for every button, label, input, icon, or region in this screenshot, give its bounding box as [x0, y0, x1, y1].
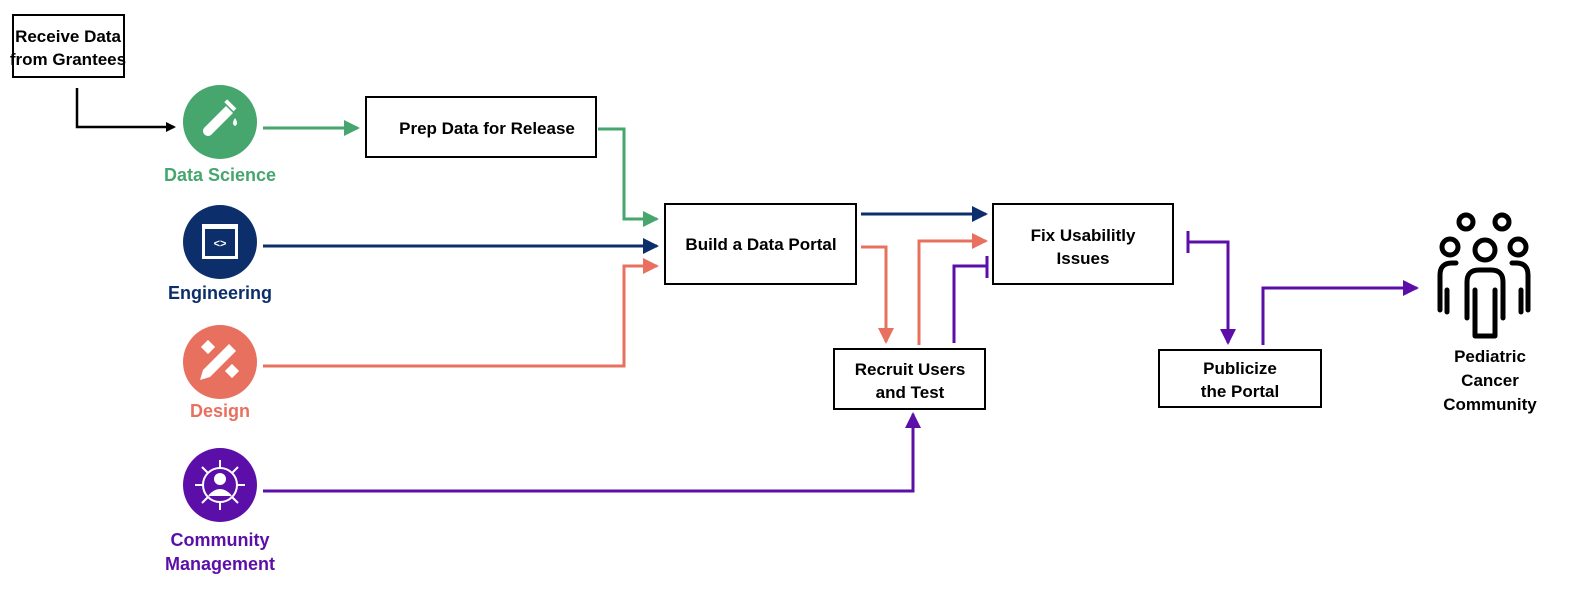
team-label: Management: [165, 554, 275, 574]
team-label: Community: [171, 530, 270, 550]
step-label: Prep Data for Release: [399, 119, 575, 138]
step-receive-data: Receive Data from Grantees: [10, 14, 126, 78]
svg-text:Receive Data: Receive Data: [15, 27, 121, 46]
svg-text:Recruit Users: Recruit Users: [855, 360, 966, 379]
svg-text:Community: Community: [1443, 395, 1537, 414]
team-data-science: Data Science: [164, 85, 276, 185]
arrow-prep-to-build: [598, 127, 659, 227]
team-community-management: Community Management: [165, 448, 275, 574]
step-fix-usability: Fix Usabilitly Issues: [992, 203, 1174, 285]
svg-text:Prep Data for Release: Prep Data for Release: [399, 119, 575, 138]
audience-label: Community: [1443, 395, 1537, 414]
step-publicize-portal: Publicize the Portal: [1158, 349, 1322, 408]
team-label: Engineering: [168, 283, 272, 303]
audience-pediatric-cancer-community: Pediatric Cancer Community: [1437, 212, 1537, 414]
svg-text:Design: Design: [190, 401, 250, 421]
svg-text:Data Science: Data Science: [164, 165, 276, 185]
svg-text:Publicize: Publicize: [1203, 359, 1277, 378]
audience-label: Cancer: [1461, 371, 1519, 390]
svg-text:from Grantees: from Grantees: [10, 50, 126, 69]
audience-label: Pediatric: [1454, 347, 1526, 366]
step-label: from Grantees: [10, 50, 126, 69]
arrow-receive-to-data-science: [75, 88, 176, 132]
svg-text:the Portal: the Portal: [1201, 382, 1279, 401]
step-label: Build a Data Portal: [685, 235, 836, 254]
arrow-publicize-to-community: [1261, 280, 1419, 345]
step-prep-data: Prep Data for Release: [365, 96, 597, 158]
svg-text:Management: Management: [165, 554, 275, 574]
team-engineering: <> Engineering: [168, 205, 272, 303]
inhibit-recruit-to-fix: [952, 256, 989, 343]
arrow-recruit-to-fix: [917, 233, 988, 345]
step-label: Publicize: [1203, 359, 1277, 378]
team-label: Design: [190, 401, 250, 421]
step-label: Recruit Users: [855, 360, 966, 379]
svg-text:Cancer: Cancer: [1461, 371, 1519, 390]
step-build-portal: Build a Data Portal: [664, 203, 857, 285]
code-window-icon: <>: [202, 224, 238, 259]
team-label: Data Science: [164, 165, 276, 185]
step-label: Receive Data: [15, 27, 121, 46]
arrow-build-to-recruit: [861, 245, 894, 344]
step-label: and Test: [876, 383, 945, 402]
svg-text:Community: Community: [171, 530, 270, 550]
step-label: Fix Usabilitly: [1031, 226, 1136, 245]
svg-text:<>: <>: [214, 238, 227, 250]
pencil-ruler-icon: [200, 339, 240, 380]
network-user-icon: [195, 460, 245, 510]
arrow-design-to-build: [263, 258, 659, 368]
svg-text:Pediatric: Pediatric: [1454, 347, 1526, 366]
step-recruit-users: Recruit Users and Test: [833, 348, 986, 410]
test-tube-icon: [202, 99, 237, 136]
svg-text:Build a Data Portal: Build a Data Portal: [685, 235, 836, 254]
step-label: the Portal: [1201, 382, 1279, 401]
svg-text:Issues: Issues: [1057, 249, 1110, 268]
team-design: Design: [183, 325, 257, 421]
step-label: Issues: [1057, 249, 1110, 268]
svg-text:and Test: and Test: [876, 383, 945, 402]
svg-text:Engineering: Engineering: [168, 283, 272, 303]
inhibit-fix-to-publicize: [1186, 231, 1228, 343]
arrow-community-to-recruit: [263, 412, 921, 493]
people-group-icon: [1437, 212, 1531, 339]
svg-text:Fix Usabilitly: Fix Usabilitly: [1031, 226, 1136, 245]
